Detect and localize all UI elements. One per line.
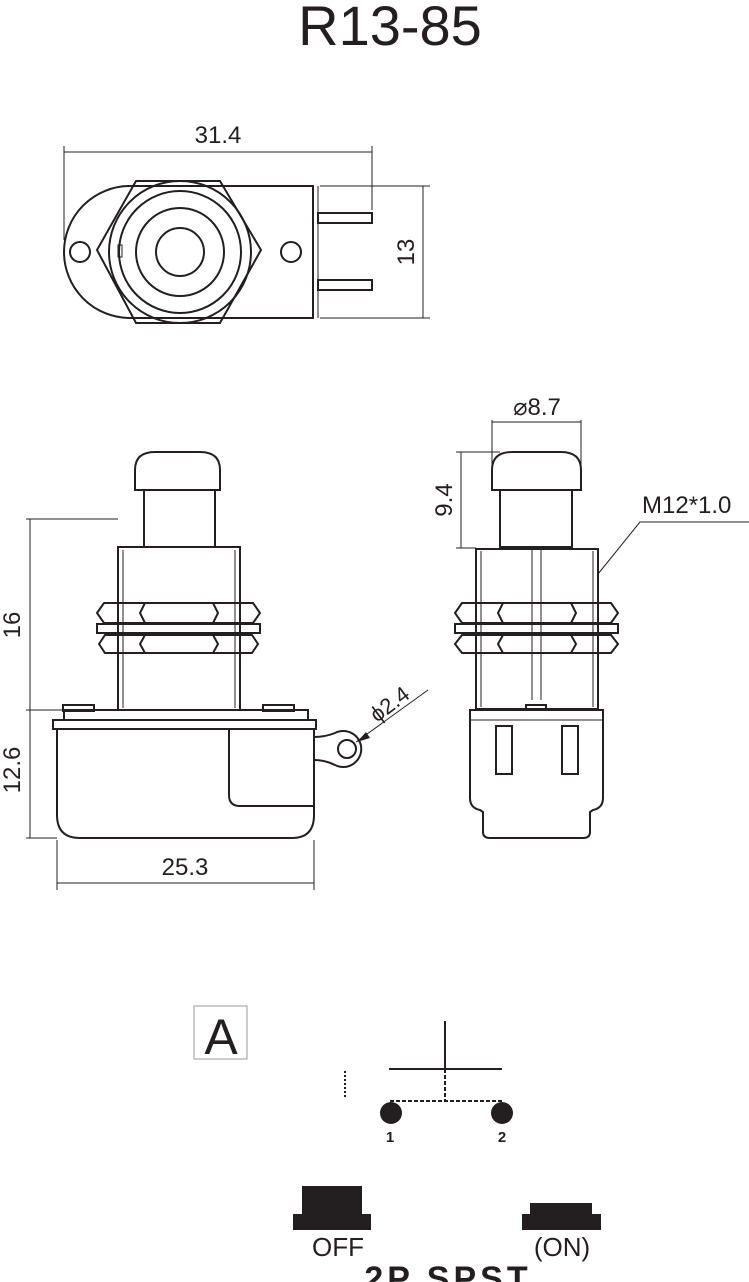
terminal-2-dot	[491, 1102, 513, 1124]
schematic-label: A	[204, 1009, 238, 1065]
terminal-2-label: 2	[498, 1129, 506, 1146]
dim-cap-diameter: ⌀8.7	[513, 394, 561, 421]
on-button-icon	[522, 1203, 601, 1230]
dim-lug-hole: ϕ2.4	[365, 681, 414, 727]
dim-thread: M12*1.0	[642, 492, 731, 519]
front-view: ϕ2.4 16 12.6 25.3	[0, 451, 429, 890]
terminal-1-dot	[380, 1102, 402, 1124]
dim-body-width: 25.3	[162, 854, 209, 881]
side-view: ⌀8.7 9.4 M12*1.0	[431, 394, 749, 839]
dim-cap-height: 9.4	[431, 483, 458, 516]
terminal-1-label: 1	[386, 1129, 394, 1146]
drawing-title: R13-85	[298, 0, 482, 57]
dim-top-width: 31.4	[195, 122, 242, 149]
dim-bushing-height: 16	[0, 612, 26, 639]
switch-type: 2P SPST	[364, 1260, 531, 1282]
dim-body-height: 12.6	[0, 747, 26, 794]
off-button-icon	[293, 1186, 371, 1230]
state-off: OFF	[312, 1232, 364, 1262]
top-view: 31.4 13	[63, 122, 430, 324]
dim-top-height: 13	[393, 239, 420, 266]
state-on: (ON)	[534, 1232, 590, 1262]
schematic: A 1 2 OFF (ON) 2P SPST	[193, 1005, 601, 1282]
